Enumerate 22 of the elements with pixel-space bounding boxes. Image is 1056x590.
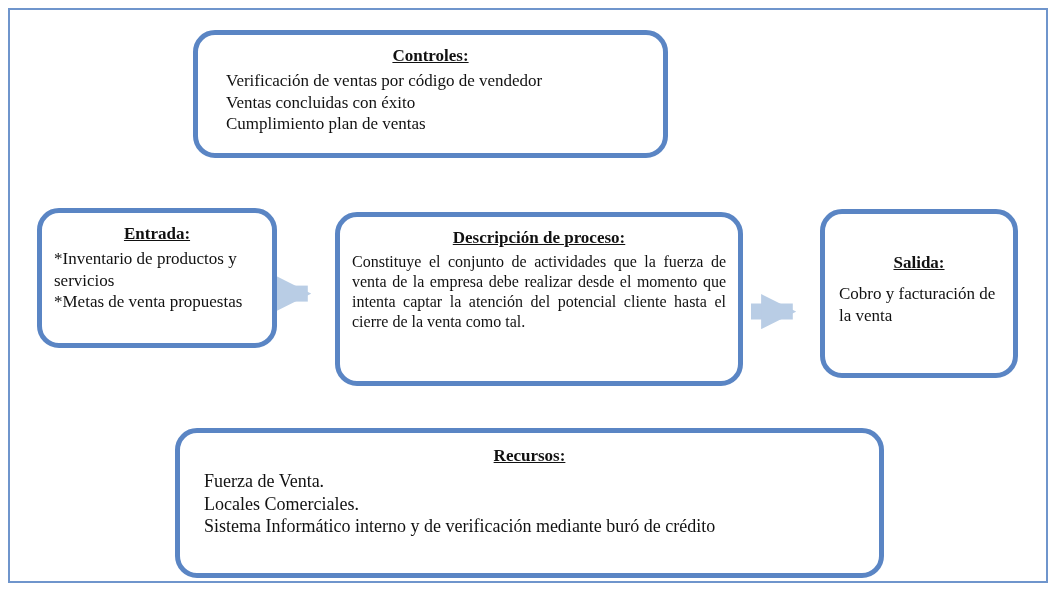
box-heading: Entrada: (122, 223, 192, 245)
process-box (193, 30, 668, 158)
box-text: Locales Comerciales. (204, 492, 360, 516)
block-arrow (276, 276, 312, 312)
box-heading: Descripción de proceso: (451, 227, 627, 249)
process-box (175, 428, 884, 578)
box-heading: Recursos: (492, 445, 567, 467)
box-text: *Inventario de productos y servicios (54, 248, 238, 291)
block-arrow (751, 294, 797, 330)
box-text: Constituye el conjunto de actividades que la fuerza de venta de la empresa debe realizar desde el momento que intenta captar la atención del potencial cliente hasta el cierre de la venta como tal. (352, 252, 726, 333)
box-heading: Salida: (892, 252, 946, 274)
process-box (37, 208, 277, 348)
process-box (820, 209, 1018, 378)
box-text: *Metas de venta propuestas (54, 290, 244, 312)
box-text: Verificación de ventas por código de vendedor (226, 70, 544, 92)
process-box (335, 212, 743, 386)
box-text: Sistema Informático interno y de verificación mediante buró de crédito (204, 515, 717, 538)
box-text: Cobro y facturación de la venta (839, 283, 997, 326)
box-text: Cumplimiento plan de ventas (226, 112, 427, 134)
box-text: Fuerza de Venta. (204, 470, 326, 493)
box-text: Ventas concluidas con éxito (226, 91, 417, 113)
box-heading: Controles: (391, 45, 470, 67)
